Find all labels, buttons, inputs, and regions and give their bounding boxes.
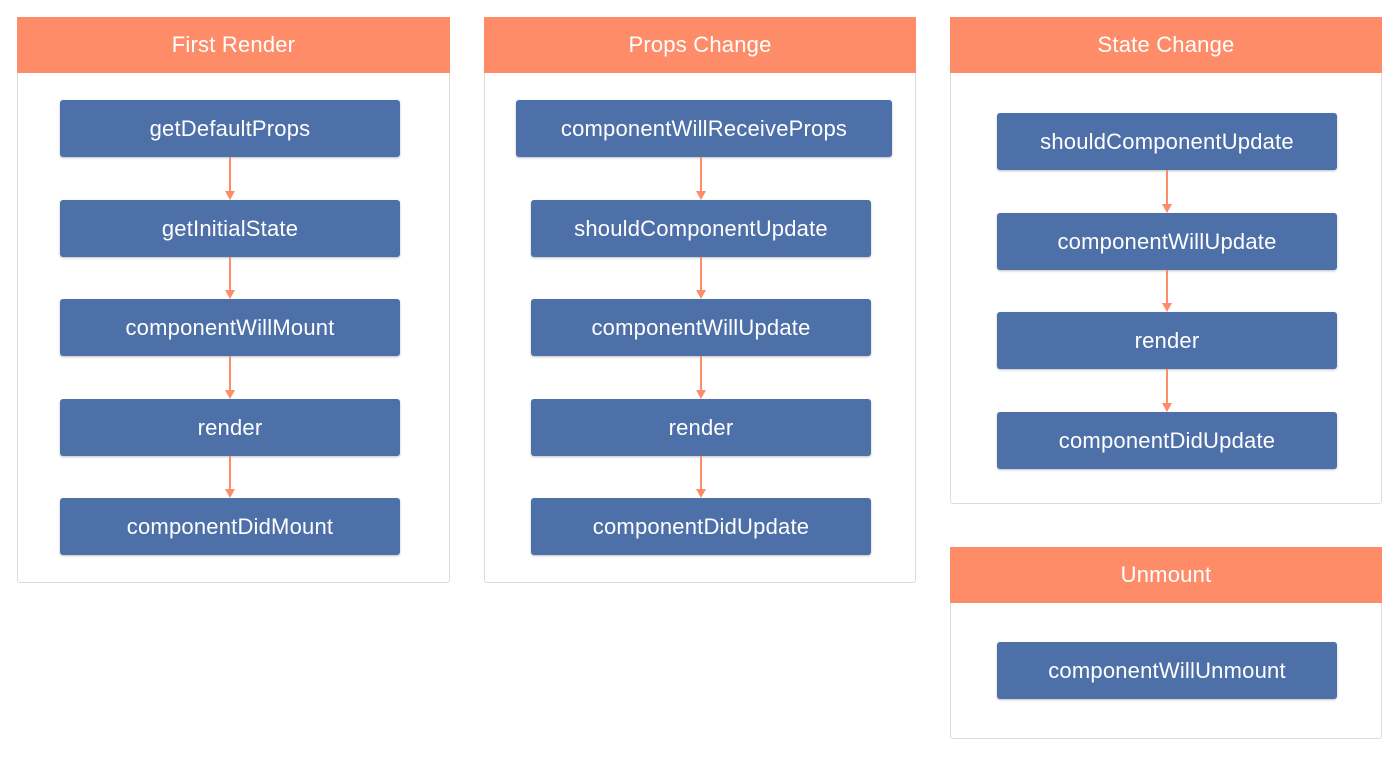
- flow-arrow: [1161, 270, 1173, 312]
- lifecycle-node: componentWillReceiveProps: [516, 100, 892, 157]
- flow-arrow: [695, 157, 707, 200]
- panel-unmount: Unmount componentWillUnmount: [950, 547, 1382, 739]
- flow-arrow: [224, 356, 236, 399]
- panel-title: Unmount: [950, 547, 1382, 603]
- panel-props-change: Props Change componentWillReceiveProps s…: [484, 17, 916, 583]
- lifecycle-node: shouldComponentUpdate: [531, 200, 871, 257]
- flow-arrow: [695, 257, 707, 299]
- flow-arrow: [695, 456, 707, 498]
- lifecycle-node: componentDidMount: [60, 498, 400, 555]
- lifecycle-node: componentDidUpdate: [997, 412, 1337, 469]
- lifecycle-node: getInitialState: [60, 200, 400, 257]
- flow-arrow: [224, 157, 236, 200]
- lifecycle-node: render: [531, 399, 871, 456]
- lifecycle-node: getDefaultProps: [60, 100, 400, 157]
- lifecycle-node: componentWillUnmount: [997, 642, 1337, 699]
- flow-arrow: [695, 356, 707, 399]
- flow-arrow: [224, 257, 236, 299]
- lifecycle-node: componentWillMount: [60, 299, 400, 356]
- lifecycle-node: componentDidUpdate: [531, 498, 871, 555]
- panel-first-render: First Render getDefaultProps getInitialS…: [17, 17, 450, 583]
- panel-title: Props Change: [484, 17, 916, 73]
- panel-state-change: State Change shouldComponentUpdate compo…: [950, 17, 1382, 504]
- panel-title: State Change: [950, 17, 1382, 73]
- lifecycle-node: render: [60, 399, 400, 456]
- flow-arrow: [1161, 170, 1173, 213]
- lifecycle-node: componentWillUpdate: [531, 299, 871, 356]
- lifecycle-node: componentWillUpdate: [997, 213, 1337, 270]
- lifecycle-node: shouldComponentUpdate: [997, 113, 1337, 170]
- lifecycle-node: render: [997, 312, 1337, 369]
- panel-title: First Render: [17, 17, 450, 73]
- flow-arrow: [224, 456, 236, 498]
- flow-arrow: [1161, 369, 1173, 412]
